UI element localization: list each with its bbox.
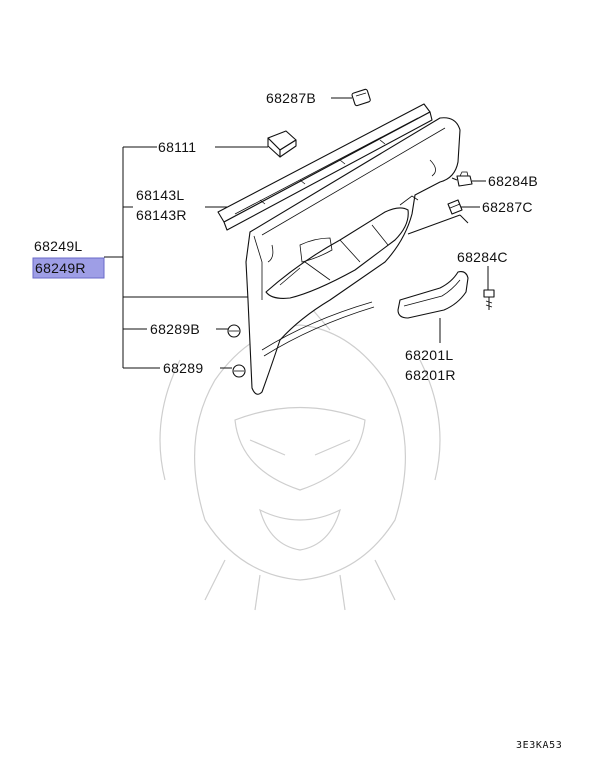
clip-68289-part	[232, 364, 246, 378]
switch-68111-part	[267, 130, 297, 158]
label-68289b[interactable]: 68289B	[150, 321, 200, 337]
screw-68284c-part	[483, 289, 495, 310]
label-68287c[interactable]: 68287C	[482, 199, 533, 215]
belt-molding-part	[217, 103, 433, 231]
door-trim-panel-part	[245, 117, 461, 395]
label-68287b[interactable]: 68287B	[266, 90, 316, 106]
label-68111[interactable]: 68111	[158, 139, 196, 155]
label-68249r[interactable]: 68249R	[35, 260, 86, 276]
label-68284c[interactable]: 68284C	[457, 249, 508, 265]
label-68143r[interactable]: 68143R	[136, 207, 187, 223]
clip-68287c-part	[447, 199, 463, 215]
clip-68289b-part	[227, 324, 241, 338]
diagram-code: 3E3KA53	[516, 740, 562, 751]
label-68284b[interactable]: 68284B	[488, 173, 538, 189]
label-68143l[interactable]: 68143L	[136, 187, 185, 203]
label-68201l[interactable]: 68201L	[405, 347, 454, 363]
watermark-logo	[159, 294, 441, 611]
clip-68287b-part	[351, 88, 371, 107]
leader-lines	[205, 97, 489, 369]
label-68289[interactable]: 68289	[163, 360, 203, 376]
selected-part-highlight	[32, 257, 105, 279]
label-68249l[interactable]: 68249L	[34, 238, 83, 254]
screw-68284b-part	[451, 171, 473, 187]
pull-handle-part	[397, 271, 469, 319]
bracket-lines	[104, 146, 258, 369]
label-68201r[interactable]: 68201R	[405, 367, 456, 383]
